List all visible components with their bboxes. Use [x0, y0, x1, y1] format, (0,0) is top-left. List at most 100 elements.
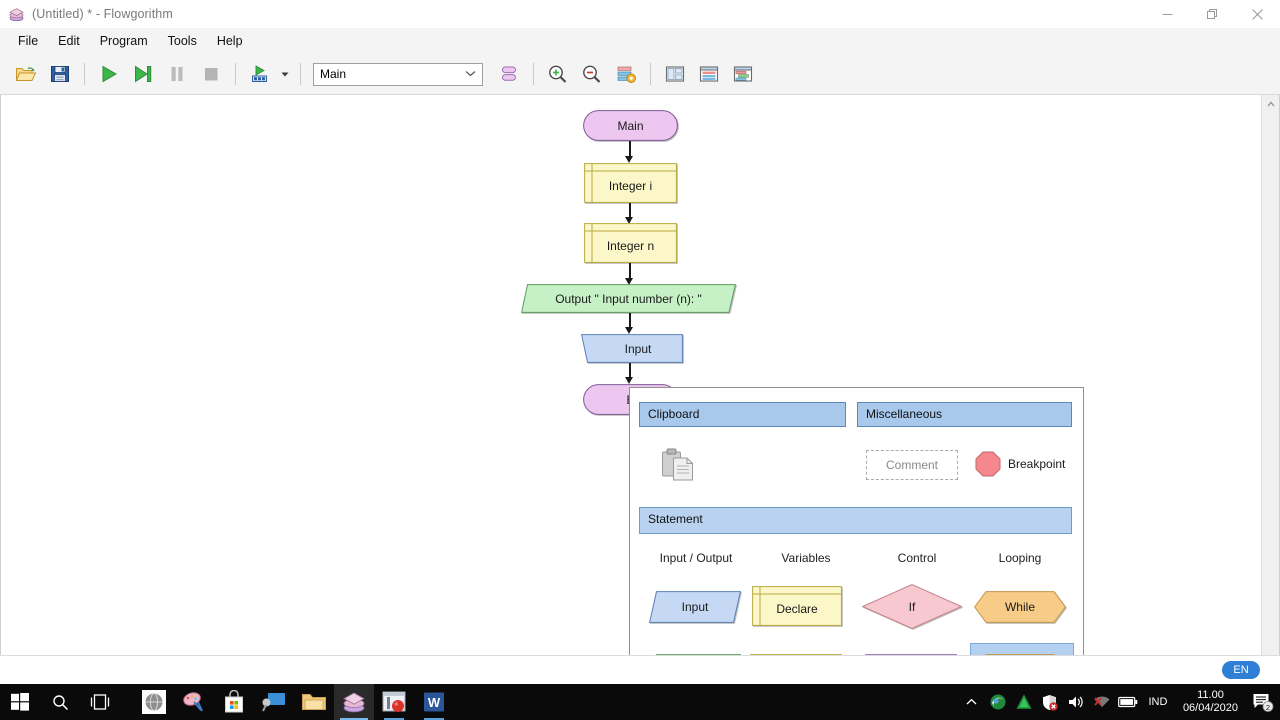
zoom-out-button[interactable] — [576, 58, 608, 90]
pause-button[interactable] — [161, 58, 193, 90]
shape-while[interactable]: While — [974, 591, 1066, 623]
minimize-button[interactable] — [1145, 0, 1190, 28]
taskbar-app-recorder[interactable] — [374, 684, 414, 720]
shape-picker-dialog[interactable]: Clipboard Miscellaneous Comment — [629, 387, 1084, 684]
shape-input[interactable]: Input — [649, 591, 741, 623]
shape-label: Declare — [776, 602, 818, 616]
toolbar-separator — [235, 63, 236, 85]
start-button[interactable] — [0, 684, 40, 720]
column-variables: Variables — [781, 551, 831, 565]
shape-label: While — [1004, 600, 1035, 614]
tray-icon-battery[interactable] — [1115, 684, 1141, 720]
connector-arrow — [625, 217, 633, 224]
connector-line — [629, 363, 631, 379]
flowchart-node-input[interactable]: Input — [581, 334, 683, 363]
dropdown-arrow-button[interactable] — [278, 58, 292, 90]
tray-icon-volume[interactable] — [1063, 684, 1089, 720]
comment-label: Comment — [885, 458, 938, 472]
taskbar-app-webbrowser[interactable] — [134, 684, 174, 720]
taskbar-app-flowgorithm[interactable] — [334, 684, 374, 720]
group-statement-header: Statement — [639, 507, 1072, 534]
taskbar-app-display[interactable] — [254, 684, 294, 720]
tray-icon-nvidia[interactable] — [985, 684, 1011, 720]
shape-if[interactable]: If — [862, 584, 962, 629]
connector-line — [629, 203, 631, 220]
connector-arrow — [625, 156, 633, 163]
connector-line — [629, 313, 631, 329]
search-button[interactable] — [40, 684, 80, 720]
tray-icon-network[interactable] — [1089, 684, 1115, 720]
window-title: (Untitled) * - Flowgorithm — [32, 7, 173, 21]
vertical-scrollbar[interactable] — [1261, 95, 1279, 667]
connector-line — [629, 141, 631, 158]
scroll-up-arrow[interactable] — [1262, 95, 1279, 112]
toolbar-separator — [533, 63, 534, 85]
node-label: Integer n — [606, 239, 655, 253]
menu-tools[interactable]: Tools — [167, 34, 197, 48]
generate-code-button[interactable] — [244, 58, 276, 90]
menu-program[interactable]: Program — [99, 34, 148, 48]
flowgorithm-window: (Untitled) * - Flowgorithm File Edit — [0, 0, 1280, 684]
flowchart-node-declare-n[interactable]: Integer n — [584, 223, 677, 263]
close-button[interactable] — [1235, 0, 1280, 28]
system-tray: IND 11.00 06/04/2020 2 — [959, 684, 1280, 720]
stop-button[interactable] — [195, 58, 227, 90]
connector-arrow — [625, 377, 633, 384]
open-button[interactable] — [10, 58, 42, 90]
shape-declare[interactable]: Declare — [752, 586, 842, 626]
connector-arrow — [625, 327, 633, 334]
column-control: Control — [897, 551, 937, 565]
title-bar: (Untitled) * - Flowgorithm — [0, 0, 1280, 28]
menu-edit[interactable]: Edit — [58, 34, 80, 48]
taskbar-app-explorer[interactable] — [294, 684, 334, 720]
breakpoint-shape[interactable] — [974, 450, 1002, 478]
node-label: Integer i — [608, 179, 653, 193]
shape-label: If — [908, 599, 916, 614]
column-input-output: Input / Output — [659, 551, 733, 565]
save-button[interactable] — [44, 58, 76, 90]
chevron-down-icon — [465, 69, 480, 80]
paste-button[interactable] — [655, 446, 700, 484]
notification-count: 2 — [1266, 703, 1270, 712]
tray-icon-driver[interactable] — [1011, 684, 1037, 720]
menu-file[interactable]: File — [18, 34, 39, 48]
tray-icon-security[interactable] — [1037, 684, 1063, 720]
tray-overflow-button[interactable] — [959, 684, 985, 720]
flowchart-node-main[interactable]: Main — [583, 110, 678, 141]
tray-language[interactable]: IND — [1148, 696, 1168, 708]
comment-shape[interactable]: Comment — [866, 450, 958, 480]
step-button[interactable] — [127, 58, 159, 90]
breakpoint-label: Breakpoint — [1008, 457, 1066, 471]
action-center-button[interactable]: 2 — [1246, 684, 1280, 720]
connector-line — [629, 263, 631, 281]
layout-panel-button[interactable] — [659, 58, 691, 90]
flowchart-node-output-prompt[interactable]: Output " Input number (n): " — [521, 284, 736, 313]
function-select[interactable]: Main — [313, 62, 483, 86]
toolbar-separator — [650, 63, 651, 85]
restore-button[interactable] — [1190, 0, 1235, 28]
clock[interactable]: 11.00 06/04/2020 — [1175, 689, 1246, 715]
taskbar-app-word[interactable]: W — [414, 684, 454, 720]
run-button[interactable] — [93, 58, 125, 90]
menu-help[interactable]: Help — [216, 34, 243, 48]
node-label: Input — [624, 341, 652, 356]
clock-date: 06/04/2020 — [1182, 702, 1238, 714]
variable-window-button[interactable] — [727, 58, 759, 90]
shape-label: Input — [681, 600, 709, 614]
group-miscellaneous-title: Miscellaneous — [866, 407, 943, 421]
group-statement-title: Statement — [648, 512, 703, 526]
flowchart-node-declare-i[interactable]: Integer i — [584, 163, 677, 203]
flowchart-canvas[interactable]: Main Integer i — [0, 95, 1280, 684]
taskbar-app-paint[interactable] — [174, 684, 214, 720]
taskbar-app-store[interactable] — [214, 684, 254, 720]
variables-button[interactable] — [493, 58, 525, 90]
language-indicator[interactable]: EN — [1222, 661, 1260, 679]
taskbar: W — [0, 684, 1280, 720]
svg-text:W: W — [428, 695, 441, 710]
column-looping: Looping — [998, 551, 1042, 565]
task-view-button[interactable] — [80, 684, 120, 720]
settings-button[interactable] — [610, 58, 642, 90]
zoom-in-button[interactable] — [542, 58, 574, 90]
function-select-value: Main — [320, 67, 347, 81]
console-window-button[interactable] — [693, 58, 725, 90]
